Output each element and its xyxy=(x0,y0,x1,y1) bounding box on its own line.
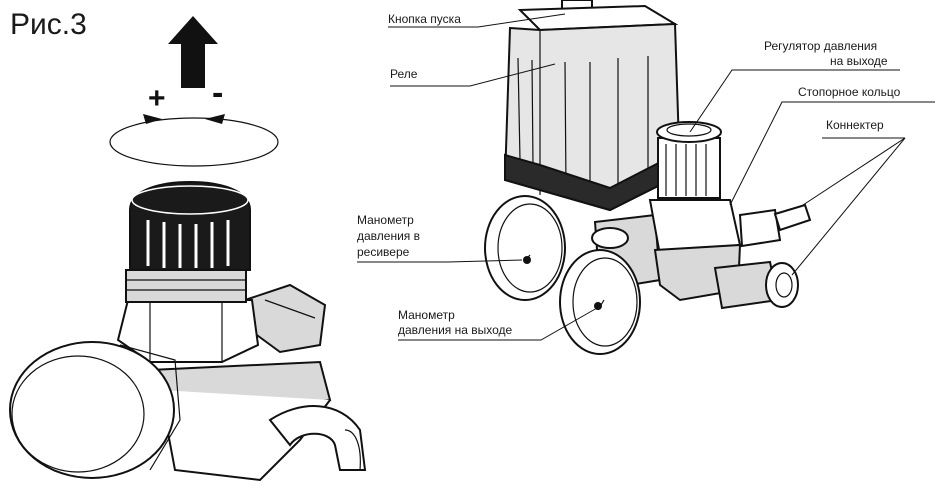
label-relay: Реле xyxy=(390,63,556,87)
label-connector: Коннектер xyxy=(791,118,906,276)
svg-text:Манометр: Манометр xyxy=(357,213,414,227)
left-regulator-illustration xyxy=(9,180,367,482)
plus-sign: + xyxy=(148,82,166,115)
svg-text:Кнопка пуска: Кнопка пуска xyxy=(388,12,461,26)
label-start-button: Кнопка пуска xyxy=(388,12,566,28)
svg-text:Реле: Реле xyxy=(390,67,418,81)
svg-text:ресивере: ресивере xyxy=(357,245,410,259)
svg-text:Стопорное кольцо: Стопорное кольцо xyxy=(798,85,901,99)
minus-sign: - xyxy=(212,74,223,112)
label-receiver-gauge: Манометр давления в ресивере xyxy=(357,213,523,263)
svg-text:на выходе: на выходе xyxy=(830,54,888,68)
svg-text:давления на выходе: давления на выходе xyxy=(398,323,513,337)
svg-text:Регулятор давления: Регулятор давления xyxy=(764,39,877,53)
svg-text:Коннектер: Коннектер xyxy=(826,118,884,132)
svg-text:давления в: давления в xyxy=(357,229,420,243)
label-outlet-gauge: Манометр давления на выходе xyxy=(398,307,598,341)
label-outlet-regulator: Регулятор давления на выходе xyxy=(689,39,900,133)
svg-text:Манометр: Манометр xyxy=(398,308,455,322)
relay-assembly-illustration xyxy=(484,0,812,355)
label-lock-ring: Стопорное кольцо xyxy=(729,85,935,206)
rotation-arrows-icon xyxy=(109,114,279,167)
figure-title: Рис.3 xyxy=(10,8,87,41)
up-arrow-icon xyxy=(168,16,218,88)
